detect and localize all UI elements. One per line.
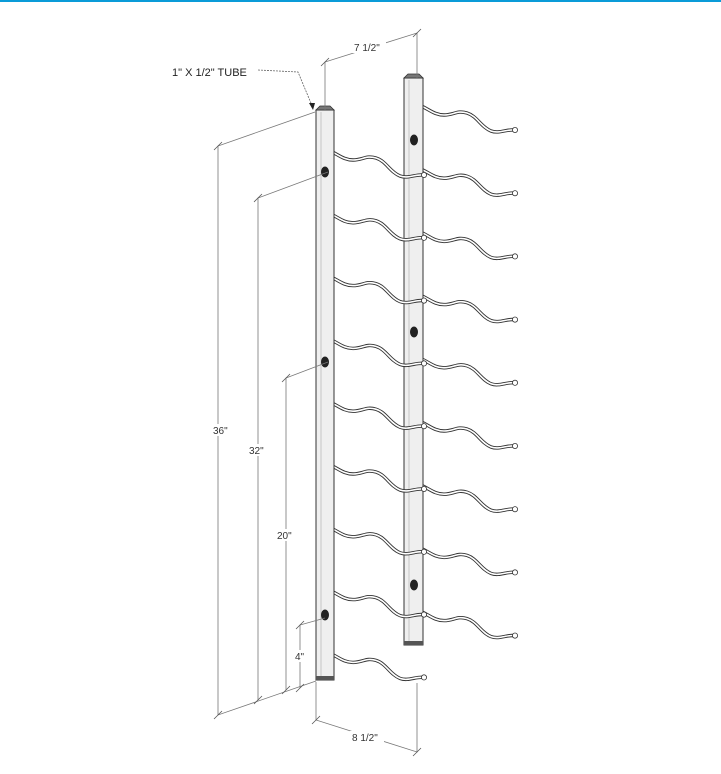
wires-left-tube bbox=[326, 148, 427, 682]
wire-end-cap bbox=[420, 423, 427, 430]
mounting-hole bbox=[321, 356, 329, 368]
mounting-hole bbox=[410, 134, 418, 146]
wire-end-cap bbox=[512, 127, 519, 134]
wine-bottle-wire bbox=[418, 293, 515, 323]
wires-right-tube bbox=[417, 103, 519, 640]
wine-bottle-wire bbox=[417, 545, 516, 577]
top-width-dimension: 7 1/2" bbox=[354, 43, 380, 54]
wire-end-cap bbox=[420, 674, 427, 681]
wine-bottle-wire bbox=[418, 609, 515, 639]
left-tube bbox=[315, 105, 335, 681]
wine-bottle-wire bbox=[417, 608, 516, 640]
dimension-labels: 1" X 1/2" TUBE 7 1/2" 8 1/2" 36" 32" 20"… bbox=[172, 41, 386, 744]
wire-end-cap bbox=[512, 569, 519, 576]
middle-hole-height-dimension: 20" bbox=[277, 531, 292, 542]
mounting-hole bbox=[410, 326, 418, 338]
wine-bottle-wire bbox=[327, 400, 424, 429]
mounting-hole bbox=[321, 166, 329, 178]
tube-size-label: 1" X 1/2" TUBE bbox=[172, 67, 247, 79]
right-tube bbox=[403, 73, 424, 646]
wire-end-cap bbox=[512, 379, 519, 386]
wine-bottle-wire bbox=[327, 337, 424, 367]
upper-hole-height-dimension: 32" bbox=[249, 446, 264, 457]
wine-bottle-wire bbox=[418, 104, 515, 133]
wine-bottle-wire bbox=[418, 420, 515, 449]
wine-bottle-wire bbox=[327, 212, 424, 241]
wine-bottle-wire bbox=[418, 167, 515, 196]
wire-end-cap bbox=[420, 234, 427, 241]
lower-hole-height-dimension: 4" bbox=[295, 652, 305, 663]
wine-bottle-wire bbox=[418, 230, 515, 260]
wire-end-cap bbox=[420, 485, 427, 492]
overall-height-dimension: 36" bbox=[213, 426, 228, 437]
mounting-hole bbox=[410, 579, 418, 591]
wire-end-cap bbox=[512, 253, 519, 260]
wire-end-cap bbox=[512, 316, 519, 323]
wine-bottle-wire bbox=[417, 482, 516, 513]
wine-bottle-wire bbox=[417, 292, 516, 324]
bottom-depth-dimension: 8 1/2" bbox=[352, 733, 378, 744]
wine-bottle-wire bbox=[417, 103, 516, 134]
wine-bottle-wire bbox=[326, 650, 425, 682]
wire-end-cap bbox=[512, 632, 519, 639]
wine-bottle-wire bbox=[417, 229, 516, 261]
wire-end-cap bbox=[512, 190, 519, 197]
wine-bottle-wire bbox=[417, 356, 516, 387]
wine-bottle-wire bbox=[327, 463, 424, 492]
wine-bottle-wire bbox=[327, 651, 424, 681]
wire-end-cap bbox=[420, 171, 427, 178]
wine-bottle-wire bbox=[418, 483, 515, 512]
wine-bottle-wire bbox=[418, 357, 515, 386]
wire-end-cap bbox=[420, 548, 427, 555]
wire-end-cap bbox=[420, 297, 427, 304]
wine-bottle-wire bbox=[417, 166, 516, 197]
mounting-holes bbox=[321, 134, 418, 621]
wine-bottle-wire bbox=[418, 546, 515, 576]
wine-bottle-wire bbox=[327, 588, 424, 618]
wire-end-cap bbox=[420, 611, 427, 618]
wire-end-cap bbox=[512, 442, 519, 449]
wire-end-cap bbox=[420, 360, 427, 367]
top-accent-bar bbox=[0, 0, 721, 2]
wine-bottle-wire bbox=[327, 149, 424, 178]
wire-end-cap bbox=[512, 506, 519, 513]
wine-bottle-wire bbox=[417, 419, 516, 450]
wine-bottle-wire bbox=[327, 526, 424, 555]
mounting-hole bbox=[321, 609, 329, 621]
wine-bottle-wire bbox=[327, 274, 424, 304]
